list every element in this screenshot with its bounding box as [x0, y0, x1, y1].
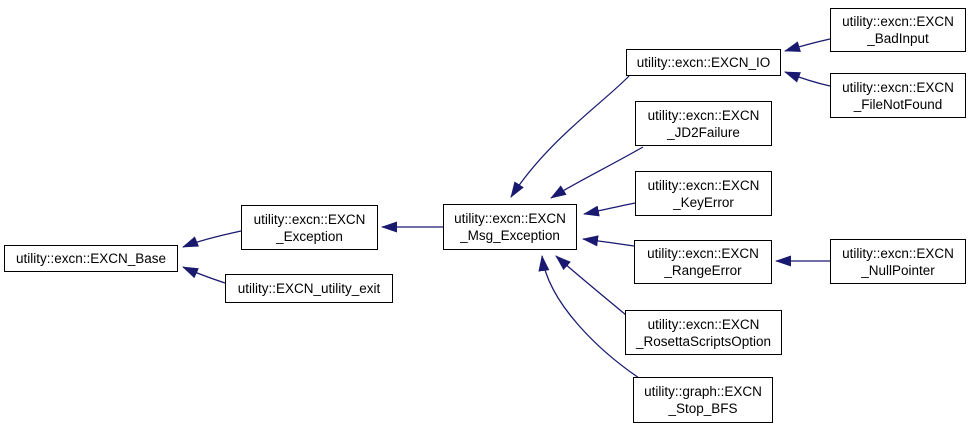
class-node-excn-exception[interactable]: utility::excn::EXCN _Exception: [241, 205, 378, 250]
class-node-graph-excn-stop-bfs[interactable]: utility::graph::EXCN _Stop_BFS: [633, 377, 773, 423]
class-node-label: utility::excn::EXCN _Msg_Exception: [454, 211, 566, 243]
class-node-label: utility::excn::EXCN _RosettaScriptsOptio…: [635, 316, 772, 349]
class-node-label: utility::excn::EXCN _KeyError: [647, 177, 760, 210]
class-node-label: utility::graph::EXCN _Stop_BFS: [644, 384, 762, 416]
class-node-label: utility::excn::EXCN _Exception: [253, 211, 366, 244]
edge-excn-rangeerror-to-excn-msg-exception: [582, 235, 635, 247]
edge-excn-filenotfound-to-excn-io: [784, 71, 831, 87]
class-node-label: utility::excn::EXCN_Base: [15, 251, 167, 266]
edge-excn-exception-to-excn-base: [182, 230, 242, 248]
class-node-label: utility::excn::EXCN _RangeError: [647, 246, 759, 278]
class-node-excn-filenotfound[interactable]: utility::excn::EXCN _FileNotFound: [830, 73, 966, 118]
class-node-label: utility::excn::EXCN_IO: [636, 55, 771, 70]
edge-excn-keyerror-to-excn-msg-exception: [583, 202, 636, 217]
class-node-excn-utility-exit[interactable]: utility::EXCN_utility_exit: [225, 274, 393, 303]
class-node-excn-jd2failure[interactable]: utility::excn::EXCN _JD2Failure: [635, 101, 772, 146]
class-node-label: utility::excn::EXCN _NullPointer: [842, 245, 954, 278]
edge-excn-io-to-excn-msg-exception: [510, 75, 630, 198]
class-node-excn-msg-exception[interactable]: utility::excn::EXCN _Msg_Exception: [443, 204, 577, 250]
class-node-label: utility::excn::EXCN _JD2Failure: [647, 107, 760, 140]
class-node-excn-badinput[interactable]: utility::excn::EXCN _BadInput: [830, 8, 966, 52]
class-node-excn-io[interactable]: utility::excn::EXCN_IO: [626, 49, 781, 76]
edge-graph-excn-stop-bfs-to-excn-msg-exception: [538, 255, 643, 381]
edge-excn-jd2failure-to-excn-msg-exception: [550, 146, 644, 199]
edge-excn-rosettascriptsoption-to-excn-msg-exception: [555, 255, 627, 316]
class-node-label: utility::EXCN_utility_exit: [237, 281, 381, 296]
class-node-excn-nullpointer[interactable]: utility::excn::EXCN _NullPointer: [830, 239, 966, 284]
edge-excn-badinput-to-excn-io: [784, 38, 831, 52]
class-node-label: utility::excn::EXCN _BadInput: [842, 14, 954, 46]
class-node-excn-rosettascriptsoption[interactable]: utility::excn::EXCN _RosettaScriptsOptio…: [625, 310, 782, 355]
edge-excn-utility-exit-to-excn-base: [182, 266, 226, 284]
class-node-label: utility::excn::EXCN _FileNotFound: [842, 79, 954, 112]
class-node-excn-keyerror[interactable]: utility::excn::EXCN _KeyError: [635, 171, 772, 216]
class-node-excn-rangeerror[interactable]: utility::excn::EXCN _RangeError: [634, 240, 772, 284]
class-node-excn-base[interactable]: utility::excn::EXCN_Base: [4, 245, 178, 272]
